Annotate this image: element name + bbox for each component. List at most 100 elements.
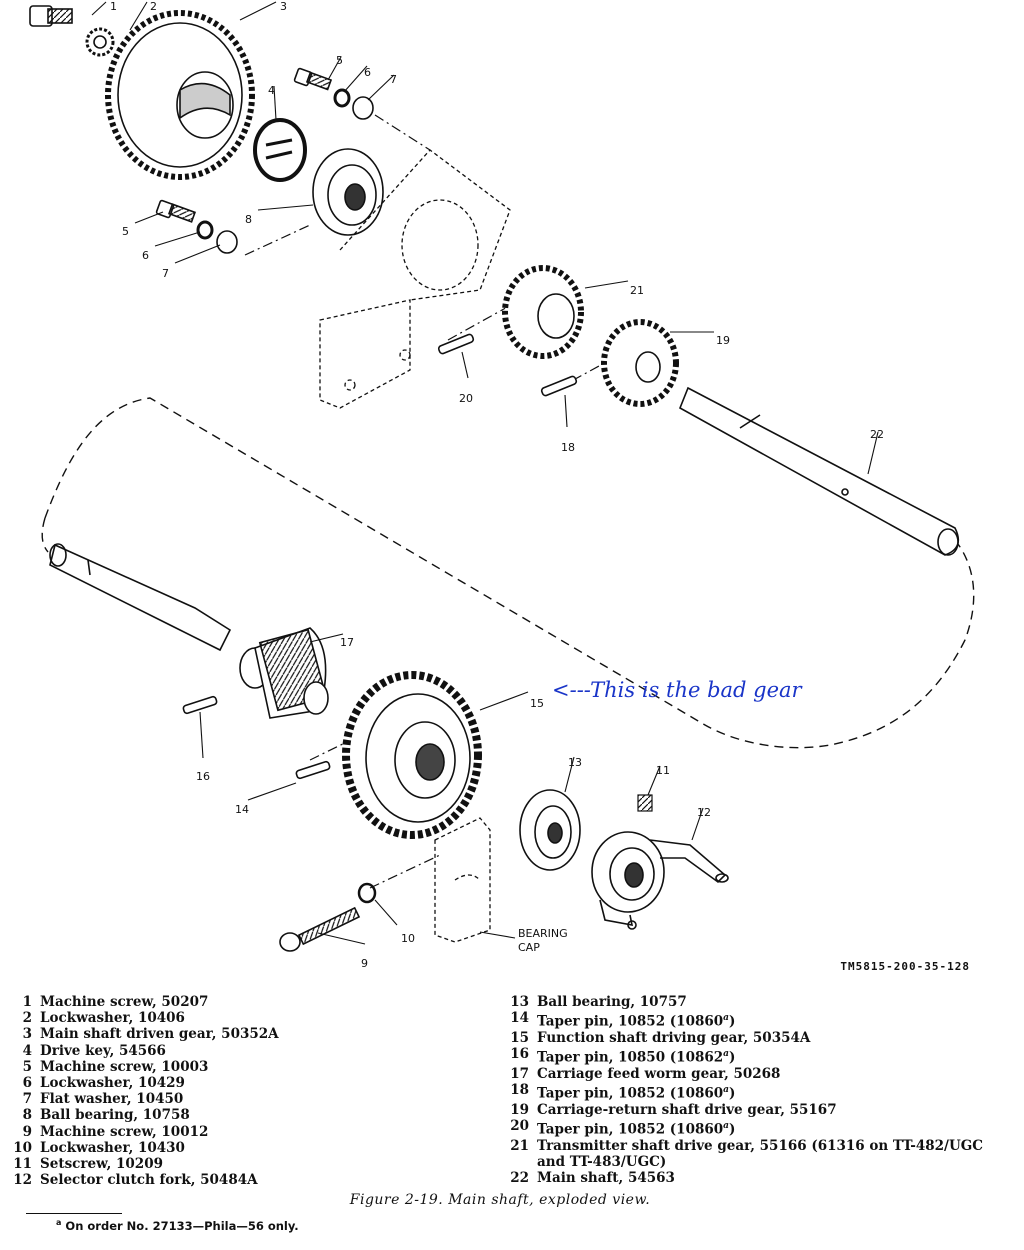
lockwasher-part-6-lower <box>196 220 214 240</box>
main-shaft-part-22 <box>678 386 960 556</box>
legend-item-number: 9 <box>22 1123 32 1140</box>
legend-item-number: 11 <box>13 1156 32 1173</box>
legend-item-number: 17 <box>510 1065 529 1082</box>
taper-pin-part-16 <box>182 695 218 715</box>
legend-item-text: Function shaft driving gear, 50354A <box>537 1029 811 1046</box>
legend-item-description: Taper pin, 10852 (10860a) <box>537 1118 735 1138</box>
legend-item-text: Carriage feed worm gear, 50268 <box>537 1065 781 1082</box>
machine-screw-part-5-lower <box>155 199 197 223</box>
legend-item-text: Machine screw, 10012 <box>40 1123 209 1140</box>
legend-item-note-marker: a <box>723 1013 729 1024</box>
legend-item-tail: ) <box>729 1085 736 1102</box>
legend-item-tail: ) <box>729 1121 736 1138</box>
legend-item-description: Main shaft, 54563 <box>537 1170 675 1186</box>
callout-3: 3 <box>280 0 287 13</box>
drive-key-part-4 <box>253 118 307 182</box>
legend-item-text: Main shaft driven gear, 50352A <box>40 1026 279 1043</box>
legend-item: 21 Transmitter shaft drive gear, 55166 (6… <box>505 1138 985 1170</box>
legend-item-text: Drive key, 54566 <box>40 1042 166 1059</box>
callout-15: 15 <box>530 697 544 710</box>
taper-pin-part-20 <box>437 333 475 355</box>
assembly-boundary-dashed-lower <box>41 517 49 553</box>
footnote: a On order No. 27133—Phila—56 only. <box>56 1218 299 1233</box>
legend-item-number: 18 <box>510 1082 529 1099</box>
legend-item-description: Machine screw, 10003 <box>40 1059 208 1075</box>
legend-item-description: Selector clutch fork, 50484A <box>40 1172 258 1188</box>
callout-13: 13 <box>568 756 582 769</box>
main-shaft-driven-gear-part-3 <box>105 10 255 180</box>
callout-12: 12 <box>697 806 711 819</box>
legend-item-number: 5 <box>22 1058 32 1075</box>
legend-item-number: 21 <box>510 1137 529 1154</box>
callout-2: 2 <box>150 0 157 13</box>
legend-item-description: Ball bearing, 10757 <box>537 994 687 1010</box>
legend-item-text: Lockwasher, 10429 <box>40 1075 185 1092</box>
legend-item-text: Taper pin, 10850 (10862 <box>537 1049 724 1066</box>
legend-item: 5 Machine screw, 10003 <box>8 1059 478 1075</box>
callout-10: 10 <box>401 932 415 945</box>
footnote-marker: a <box>56 1218 62 1227</box>
flat-washer-part-7-upper <box>352 96 374 120</box>
legend-item-note-marker: a <box>723 1085 729 1096</box>
callout-4: 4 <box>268 84 275 97</box>
legend-item-number: 10 <box>13 1139 32 1156</box>
legend-item-tail: ) <box>729 1049 736 1066</box>
ball-bearing-part-13 <box>519 789 581 871</box>
legend-item-description: Taper pin, 10850 (10862a) <box>537 1046 735 1066</box>
bearing-cap <box>434 817 491 943</box>
machine-screw-part-9 <box>279 906 361 952</box>
legend-item-description: Machine screw, 10012 <box>40 1124 208 1140</box>
taper-pin-part-18 <box>540 375 578 397</box>
legend-item-description: Lockwasher, 10406 <box>40 1010 185 1026</box>
legend-item-description: Drive key, 54566 <box>40 1043 166 1059</box>
legend-item-number: 19 <box>510 1101 529 1118</box>
callout-21: 21 <box>630 284 644 297</box>
legend-item-number: 20 <box>510 1117 529 1134</box>
bearing-cap-label-line-1: BEARING <box>518 927 568 940</box>
legend-item-text: Setscrew, 10209 <box>40 1156 163 1173</box>
legend-item-description: Carriage feed worm gear, 50268 <box>537 1066 780 1082</box>
legend-item-number: 16 <box>510 1046 529 1063</box>
callout-6a: 6 <box>364 66 371 79</box>
carriage-return-shaft-drive-gear-part-19 <box>601 319 679 407</box>
legend-item: 9 Machine screw, 10012 <box>8 1124 478 1140</box>
drawing-number: TM5815-200-35-128 <box>840 960 970 973</box>
flat-washer-part-7-lower <box>216 230 238 254</box>
legend-item-description: Transmitter shaft drive gear, 55166 (613… <box>537 1138 985 1170</box>
legend-item-description: Ball bearing, 10758 <box>40 1107 190 1123</box>
transmitter-shaft-drive-gear-part-21 <box>502 265 584 359</box>
assembly-boundary-dashed <box>44 397 975 749</box>
callout-16: 16 <box>196 770 210 783</box>
legend-item-text: Transmitter shaft drive gear, 55166 (613… <box>537 1137 984 1170</box>
legend-item: 20 Taper pin, 10852 (10860a) <box>505 1118 985 1138</box>
lockwasher-part-2 <box>85 27 115 57</box>
carriage-feed-worm-gear-part-17 <box>239 627 329 719</box>
legend-item: 16 Taper pin, 10850 (10862a) <box>505 1046 985 1066</box>
taper-pin-part-14 <box>295 760 331 780</box>
callout-11: 11 <box>656 764 670 777</box>
lockwasher-part-10 <box>357 882 377 904</box>
legend-item-text: Lockwasher, 10406 <box>40 1010 185 1027</box>
legend-item-text: Selector clutch fork, 50484A <box>40 1172 258 1189</box>
legend-item: 17 Carriage feed worm gear, 50268 <box>505 1066 985 1082</box>
callout-19: 19 <box>716 334 730 347</box>
legend-item-text: Ball bearing, 10758 <box>40 1107 190 1124</box>
legend-item-text: Flat washer, 10450 <box>40 1091 184 1108</box>
function-shaft-driving-gear-part-15 <box>342 671 482 839</box>
callout-7a: 7 <box>390 73 397 86</box>
footnote-rule <box>26 1213 122 1214</box>
lockwasher-part-6-upper <box>333 88 351 108</box>
legend-item: 11 Setscrew, 10209 <box>8 1156 478 1172</box>
setscrew-part-11 <box>637 794 653 812</box>
legend-item-number: 14 <box>510 1010 529 1027</box>
